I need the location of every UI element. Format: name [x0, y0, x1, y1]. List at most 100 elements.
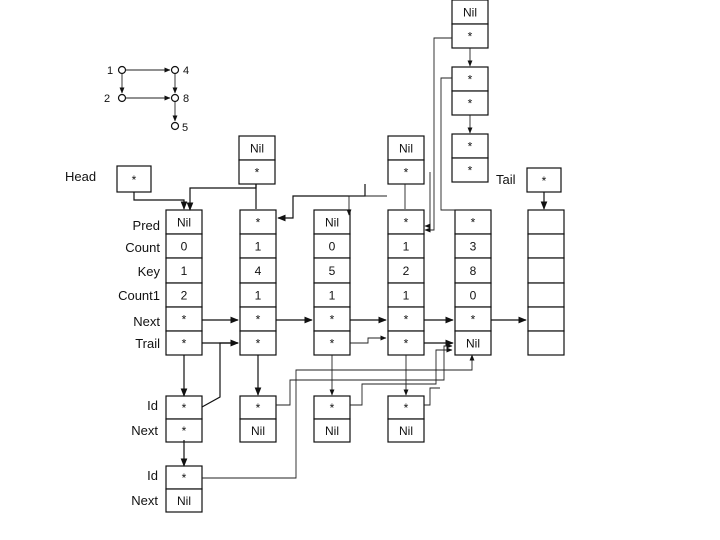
record-4-key-value: 2 — [403, 264, 410, 278]
trail-id-label-2: Id — [147, 468, 158, 483]
pred-list-2-a-value: Nil — [399, 142, 413, 156]
pred-list-1-a-value: Nil — [250, 142, 264, 156]
trail-list-3-next: Nil — [239, 418, 277, 443]
trail-list-5-id-value: * — [404, 401, 409, 415]
record-4-next-value: * — [404, 313, 409, 327]
trail-next-label-2: Next — [131, 493, 158, 508]
row-labels: Head Tail Pred Count Key Count1 Next Tra… — [65, 169, 516, 508]
pred-link-d — [424, 172, 431, 229]
pred-list-4-a: * — [451, 66, 489, 92]
record-4-pred-value: * — [404, 216, 409, 230]
record-5-count1-value: 0 — [470, 289, 477, 303]
record-6-pred — [527, 209, 565, 235]
record-2-trail-value: * — [256, 337, 261, 351]
trail-sublists: ***Nil*Nil*Nil*Nil — [165, 395, 425, 513]
graph-label-4: 4 — [183, 65, 189, 77]
pred-list-2-a: Nil — [387, 135, 425, 161]
record-4-count: 1 — [387, 233, 425, 259]
record-5-key: 8 — [454, 257, 492, 284]
record-1-pred-value: Nil — [177, 216, 191, 230]
record-1-count1: 2 — [165, 282, 203, 308]
trail-id-link-2 — [202, 354, 475, 479]
record-2-count1-value: 1 — [255, 289, 262, 303]
trail-list-1-next-value: * — [182, 424, 187, 438]
record-3-trail-value: * — [330, 337, 335, 351]
trail-list-5-next: Nil — [387, 418, 425, 443]
record-6-trail — [527, 330, 565, 356]
record-3-count1-value: 1 — [329, 289, 336, 303]
pred-list-4-b-value: * — [468, 97, 473, 111]
record-3-count1: 1 — [313, 282, 351, 308]
record-1-pred: Nil — [165, 209, 203, 235]
pred-list-4-b: * — [451, 90, 489, 116]
key-label: Key — [138, 264, 161, 279]
pred-list-3-a: Nil — [451, 0, 489, 25]
record-3-key-value: 5 — [329, 264, 336, 278]
record-1-count-value: 0 — [181, 240, 188, 254]
pred-list-2-b-value: * — [404, 166, 409, 180]
graph-label-1: 1 — [107, 65, 113, 77]
trail-label: Trail — [135, 336, 160, 351]
pred-sublists: Nil*Nil*Nil***** — [238, 0, 489, 185]
trail-list-4-id: * — [313, 395, 351, 420]
pred-list-3-b: * — [451, 23, 489, 49]
small-graph: 1 2 4 8 5 — [104, 65, 189, 134]
trail-list-2-next-value: Nil — [177, 494, 191, 508]
graph-node-2 — [117, 93, 127, 103]
pred-list-5-b: * — [451, 157, 489, 183]
record-4-count1-value: 1 — [403, 289, 410, 303]
tail-pointer-box: * — [526, 167, 562, 193]
trail-list-3-id-value: * — [256, 401, 261, 415]
trail-list-1-next: * — [165, 418, 203, 443]
record-3-next-value: * — [330, 313, 335, 327]
pred-list-2-b: * — [387, 159, 425, 185]
connectors — [133, 37, 548, 479]
head-to-record-1 — [133, 192, 188, 210]
record-4-key: 2 — [387, 257, 425, 284]
record-3-count-value: 0 — [329, 240, 336, 254]
record-4-count1: 1 — [387, 282, 425, 308]
record-3-pred-value: Nil — [325, 216, 339, 230]
trail-3-4 — [350, 335, 387, 344]
trail-list-4-id-value: * — [330, 401, 335, 415]
record-3-pred: Nil — [313, 209, 351, 235]
trail-id-label-1: Id — [147, 398, 158, 413]
tail-pointer-value: * — [542, 174, 547, 188]
record-1-key-value: 1 — [181, 264, 188, 278]
record-4-pred: * — [387, 209, 425, 235]
record-3-trail: * — [313, 330, 351, 356]
record-5-trail: Nil — [454, 330, 492, 356]
graph-node-5 — [170, 121, 180, 131]
record-5-next-value: * — [471, 313, 476, 327]
trail-next-label-1: Next — [131, 423, 158, 438]
trail-list-5-next-value: Nil — [399, 424, 413, 438]
trail-id-link-4 — [350, 347, 453, 406]
next-label: Next — [133, 314, 160, 329]
graph-label-5: 5 — [182, 122, 188, 134]
pred-link-c — [346, 195, 387, 216]
trail-id-link-5 — [424, 387, 440, 406]
record-5-count: 3 — [454, 233, 492, 259]
trail-list-5-id: * — [387, 395, 425, 420]
pred-list-5-a-value: * — [468, 140, 473, 154]
record-6-count — [527, 233, 565, 259]
record-5-pred-value: * — [471, 216, 476, 230]
trail-list-4-next-value: Nil — [325, 424, 339, 438]
record-1-key: 1 — [165, 257, 203, 284]
record-2-next-value: * — [256, 313, 261, 327]
trail-list-3-next-value: Nil — [251, 424, 265, 438]
record-1-count1-value: 2 — [181, 289, 188, 303]
record-2-pred: * — [239, 209, 277, 235]
record-2-next: * — [239, 306, 277, 332]
record-5-trail-value: Nil — [466, 337, 480, 351]
pred-list-3-b-value: * — [468, 30, 473, 44]
trail-list-4-next: Nil — [313, 418, 351, 443]
pred-link-a — [277, 184, 366, 222]
trail-id-link-3 — [276, 343, 453, 406]
pred5-link — [440, 77, 470, 211]
record-2-trail: * — [239, 330, 277, 356]
graph-node-1 — [117, 65, 127, 75]
